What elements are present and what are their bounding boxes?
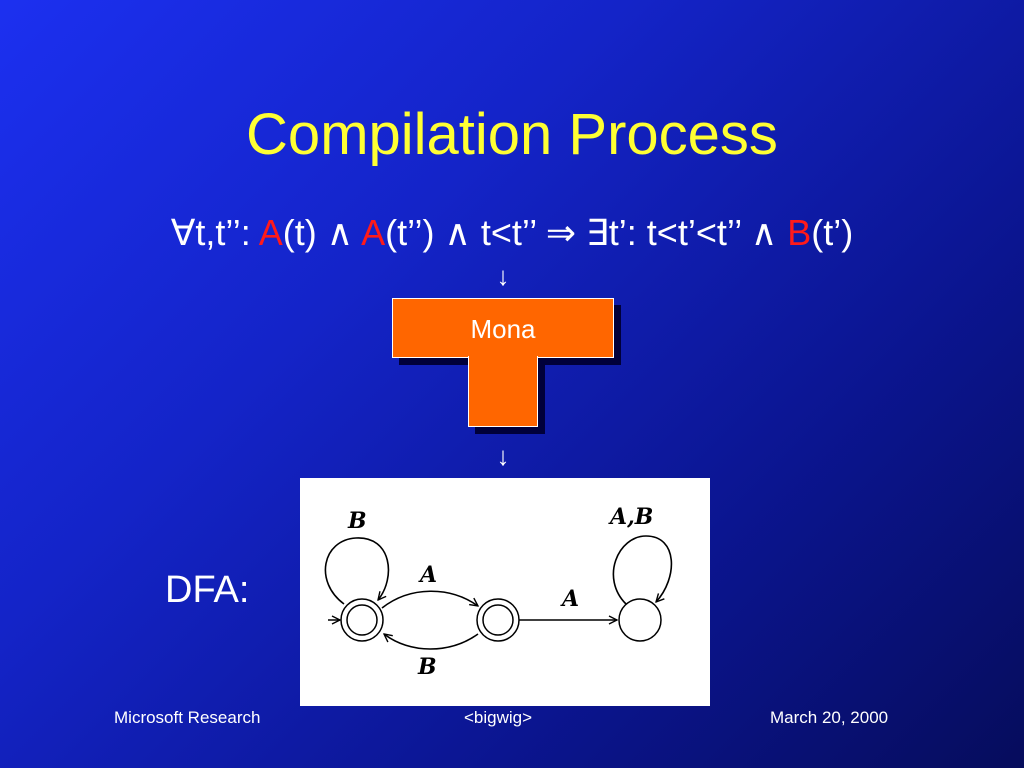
logic-formula: ∀t,t’’: A(t) ∧ A(t’’) ∧ t<t’’ ⇒ ∃t’: t<t…	[0, 210, 1024, 256]
predicate-b: B	[787, 212, 812, 253]
formula-part: (t’)	[811, 212, 854, 253]
down-arrow-icon: ↓	[496, 441, 510, 471]
formula-part: (t’’) ∧ t<t’’ ⇒ ∃t’: t<t’<t’’ ∧	[385, 212, 788, 253]
dfa-state-1	[476, 598, 520, 642]
dfa-label: DFA:	[165, 569, 250, 611]
footer-project: <bigwig>	[464, 708, 533, 727]
mona-box-top	[392, 298, 614, 358]
dfa-label-edge-1-2: A	[560, 586, 579, 612]
dfa-label-edge-0-1: A	[418, 562, 437, 588]
dfa-loop-2	[612, 535, 673, 605]
predicate-a: A	[361, 212, 386, 253]
formula-part: ∀t,t’’:	[170, 212, 259, 253]
dfa-edge-1-0	[384, 634, 479, 650]
dfa-svg: B A B A A,B	[324, 504, 673, 680]
footer-date: March 20, 2000	[770, 708, 889, 727]
dfa-state-0	[340, 598, 384, 642]
dfa-state-2	[618, 598, 662, 642]
mona-box-stem	[468, 356, 538, 427]
dfa-label-edge-1-0: B	[417, 654, 437, 680]
formula-part: (t) ∧	[282, 212, 362, 253]
dfa-label-loop-0: B	[347, 508, 367, 534]
mona-label: Mona	[470, 314, 536, 344]
predicate-a: A	[258, 212, 283, 253]
dfa-edge-0-1	[381, 590, 478, 609]
dfa-loop-0	[324, 537, 390, 605]
footer-organization: Microsoft Research	[114, 708, 261, 727]
down-arrow-icon: ↓	[496, 261, 510, 291]
dfa-label-loop-2: A,B	[608, 504, 653, 530]
dfa-diagram: B A B A A,B	[300, 478, 710, 706]
slide-title: Compilation Process	[246, 102, 778, 167]
